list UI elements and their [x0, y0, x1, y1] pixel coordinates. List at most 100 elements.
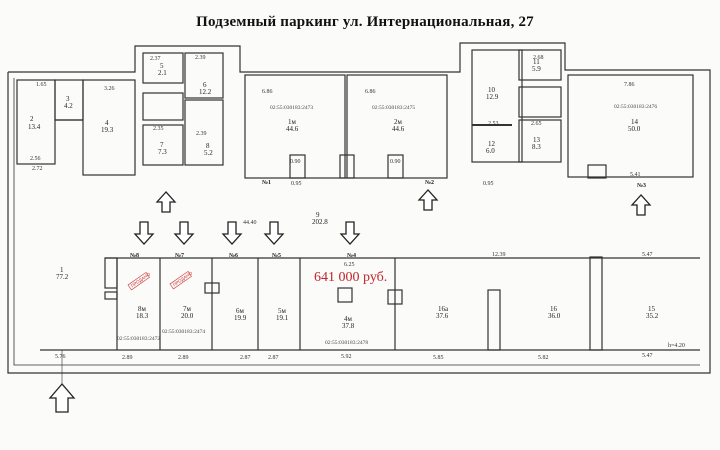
svg-text:5.76: 5.76	[55, 354, 66, 360]
svg-text:№2: №2	[425, 180, 434, 186]
svg-text:6.86: 6.86	[262, 89, 273, 95]
svg-text:5.2: 5.2	[204, 149, 213, 157]
svg-text:2.87: 2.87	[240, 355, 251, 361]
svg-text:7м: 7м	[183, 305, 192, 313]
svg-text:5: 5	[160, 62, 164, 70]
svg-text:37.6: 37.6	[436, 312, 449, 320]
price-label: 641 000 руб.	[314, 270, 388, 285]
svg-text:h=4.20: h=4.20	[668, 343, 685, 349]
svg-text:№1: №1	[262, 180, 271, 186]
svg-text:16: 16	[550, 305, 558, 313]
svg-text:8м: 8м	[138, 305, 147, 313]
svg-text:7.3: 7.3	[158, 148, 167, 156]
svg-text:№5: №5	[272, 253, 281, 259]
svg-text:1.65: 1.65	[36, 82, 47, 88]
svg-text:02:55:030183:2472: 02:55:030183:2472	[117, 336, 160, 342]
svg-text:1: 1	[60, 266, 64, 274]
svg-text:2.89: 2.89	[122, 355, 133, 361]
sold-stamp: ПРОДАНО	[127, 271, 152, 291]
svg-text:19.3: 19.3	[101, 126, 114, 134]
svg-text:5.82: 5.82	[538, 355, 549, 361]
svg-text:4.2: 4.2	[64, 102, 73, 110]
svg-text:8: 8	[206, 142, 210, 150]
svg-text:7: 7	[160, 141, 164, 149]
svg-text:2.37: 2.37	[150, 56, 161, 62]
svg-text:50.0: 50.0	[628, 125, 641, 133]
svg-text:6.0: 6.0	[486, 147, 495, 155]
svg-text:3: 3	[66, 95, 70, 103]
svg-text:5.41: 5.41	[630, 172, 641, 178]
svg-text:№6: №6	[229, 253, 238, 259]
svg-text:6.86: 6.86	[365, 89, 376, 95]
svg-text:6: 6	[203, 81, 207, 89]
svg-text:35.2: 35.2	[646, 312, 659, 320]
svg-text:14: 14	[631, 118, 639, 126]
svg-text:2.35: 2.35	[153, 126, 164, 132]
svg-text:13: 13	[533, 136, 541, 144]
svg-text:19.1: 19.1	[276, 314, 289, 322]
arrow-down-icon	[133, 221, 155, 245]
svg-text:02:55:030183:2476: 02:55:030183:2476	[614, 104, 657, 110]
svg-text:0.90: 0.90	[390, 159, 401, 165]
arrow-down-icon	[263, 221, 285, 245]
svg-text:5.85: 5.85	[433, 355, 444, 361]
svg-text:4: 4	[105, 119, 109, 127]
svg-text:10: 10	[488, 86, 496, 94]
svg-text:36.0: 36.0	[548, 312, 561, 320]
arrow-up-icon	[417, 189, 439, 211]
svg-text:5.47: 5.47	[642, 353, 653, 359]
entrance-arrows	[48, 189, 652, 413]
arrow-down-icon	[173, 221, 195, 245]
svg-text:ПРОДАНО: ПРОДАНО	[172, 270, 194, 287]
svg-text:5.47: 5.47	[642, 252, 653, 258]
svg-text:19.9: 19.9	[234, 314, 247, 322]
svg-text:2.39: 2.39	[196, 131, 207, 137]
svg-text:2: 2	[30, 115, 34, 123]
svg-text:№8: №8	[130, 253, 139, 259]
svg-text:202.8: 202.8	[312, 218, 328, 226]
svg-text:44.6: 44.6	[392, 125, 405, 133]
svg-text:1м: 1м	[288, 118, 297, 126]
svg-text:12.9: 12.9	[486, 93, 499, 101]
svg-text:13.4: 13.4	[28, 123, 41, 131]
svg-text:44.40: 44.40	[243, 220, 257, 226]
svg-text:37.8: 37.8	[342, 322, 355, 330]
svg-text:15: 15	[648, 305, 656, 313]
svg-text:0.90: 0.90	[290, 159, 301, 165]
svg-text:44.6: 44.6	[286, 125, 299, 133]
svg-text:7.86: 7.86	[624, 82, 635, 88]
svg-text:12.39: 12.39	[492, 252, 506, 258]
svg-text:ПРОДАНО: ПРОДАНО	[130, 271, 152, 288]
arrow-up-icon	[155, 191, 177, 213]
svg-text:12: 12	[488, 140, 496, 148]
svg-text:12.2: 12.2	[199, 88, 212, 96]
svg-text:3.26: 3.26	[104, 86, 115, 92]
svg-text:5.92: 5.92	[341, 354, 352, 360]
svg-text:16а: 16а	[438, 305, 449, 313]
arrow-up-icon	[48, 383, 76, 413]
sold-stamp: ПРОДАНО	[169, 270, 194, 290]
svg-text:2.87: 2.87	[268, 355, 279, 361]
svg-text:2.72: 2.72	[32, 166, 43, 172]
svg-text:0.95: 0.95	[291, 181, 302, 187]
svg-text:2.89: 2.89	[178, 355, 189, 361]
svg-text:2.68: 2.68	[533, 55, 544, 61]
svg-text:02:55:030183:2478: 02:55:030183:2478	[325, 340, 368, 346]
svg-text:5.9: 5.9	[532, 65, 541, 73]
svg-text:8.3: 8.3	[532, 143, 541, 151]
svg-text:2м: 2м	[394, 118, 403, 126]
svg-text:2.39: 2.39	[195, 55, 206, 61]
svg-text:02:55:030183:2475: 02:55:030183:2475	[372, 105, 415, 111]
svg-text:2.56: 2.56	[30, 156, 41, 162]
svg-text:4м: 4м	[344, 315, 353, 323]
arrow-down-icon	[221, 221, 243, 245]
svg-text:0.95: 0.95	[483, 181, 494, 187]
svg-text:№4: №4	[347, 253, 356, 259]
svg-text:6.25: 6.25	[344, 262, 355, 268]
svg-text:02:55:030183:2474: 02:55:030183:2474	[162, 329, 205, 335]
svg-text:77.2: 77.2	[56, 273, 69, 281]
arrow-up-icon	[630, 194, 652, 216]
svg-text:2.1: 2.1	[158, 69, 167, 77]
page-title: Подземный паркинг ул. Интернациональная,…	[196, 14, 534, 30]
